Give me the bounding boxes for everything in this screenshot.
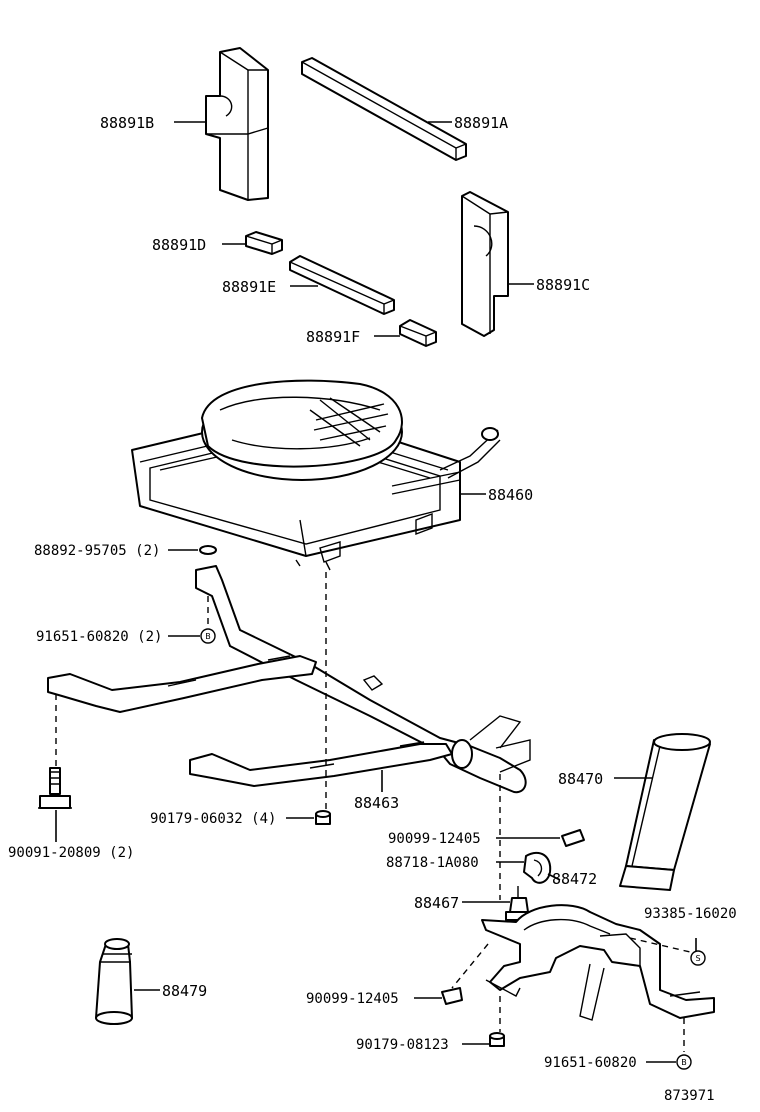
label-90179-06032: 90179-06032 (4) bbox=[150, 811, 276, 827]
part-90179-nut-a-drawing bbox=[315, 810, 331, 825]
part-88479-drawing bbox=[95, 938, 133, 1025]
label-90099-12405-b: 90099-12405 bbox=[306, 991, 399, 1007]
label-93385-16020: 93385-16020 bbox=[644, 906, 737, 922]
part-90099-clip-a-drawing bbox=[561, 829, 585, 847]
label-88891a: 88891A bbox=[454, 114, 508, 132]
part-90179-nut-b-drawing bbox=[489, 1032, 505, 1047]
part-88891e-drawing bbox=[289, 255, 395, 315]
label-88470: 88470 bbox=[558, 770, 603, 788]
label-88891f: 88891F bbox=[306, 328, 360, 346]
label-91651-60820-a: 91651-60820 (2) bbox=[36, 629, 162, 645]
label-90091-20809: 90091-20809 (2) bbox=[8, 845, 134, 861]
svg-text:B: B bbox=[681, 1058, 687, 1067]
label-88891e: 88891E bbox=[222, 278, 276, 296]
part-90099-clip-b-drawing bbox=[441, 987, 463, 1005]
part-90091-bolt-drawing bbox=[38, 767, 72, 809]
part-88472-drawing bbox=[481, 904, 715, 1021]
svg-text:B: B bbox=[205, 632, 211, 641]
part-88891a-drawing bbox=[301, 57, 467, 161]
assembly-lines bbox=[55, 572, 691, 1052]
part-88460-drawing bbox=[131, 379, 501, 571]
label-88479: 88479 bbox=[162, 982, 207, 1000]
label-88718-1a080: 88718-1A080 bbox=[386, 855, 479, 871]
part-88891d-drawing bbox=[245, 231, 283, 255]
label-88467: 88467 bbox=[414, 894, 459, 912]
marker-b-1: B bbox=[200, 628, 216, 644]
part-88463-drawing bbox=[47, 565, 531, 794]
label-88891b: 88891B bbox=[100, 114, 154, 132]
part-88891b-drawing bbox=[205, 47, 269, 201]
label-88891d: 88891D bbox=[152, 236, 206, 254]
label-91651-60820-b: 91651-60820 bbox=[544, 1055, 637, 1071]
label-90179-08123: 90179-08123 bbox=[356, 1037, 449, 1053]
label-88892-95705: 88892-95705 (2) bbox=[34, 543, 160, 559]
label-88460: 88460 bbox=[488, 486, 533, 504]
part-88892-washer-drawing bbox=[199, 545, 217, 555]
label-88472: 88472 bbox=[552, 870, 597, 888]
part-88891c-drawing bbox=[461, 191, 509, 337]
diagram-number: 873971 bbox=[664, 1088, 715, 1104]
marker-s: S bbox=[690, 950, 706, 966]
svg-text:S: S bbox=[695, 954, 700, 963]
marker-b-2: B bbox=[676, 1054, 692, 1070]
part-88470-drawing bbox=[619, 733, 711, 891]
label-88463: 88463 bbox=[354, 794, 399, 812]
label-90099-12405-a: 90099-12405 bbox=[388, 831, 481, 847]
label-88891c: 88891C bbox=[536, 276, 590, 294]
part-88891f-drawing bbox=[399, 319, 437, 347]
leader-lines bbox=[55, 121, 697, 1063]
part-88718-clip-drawing bbox=[523, 851, 552, 884]
